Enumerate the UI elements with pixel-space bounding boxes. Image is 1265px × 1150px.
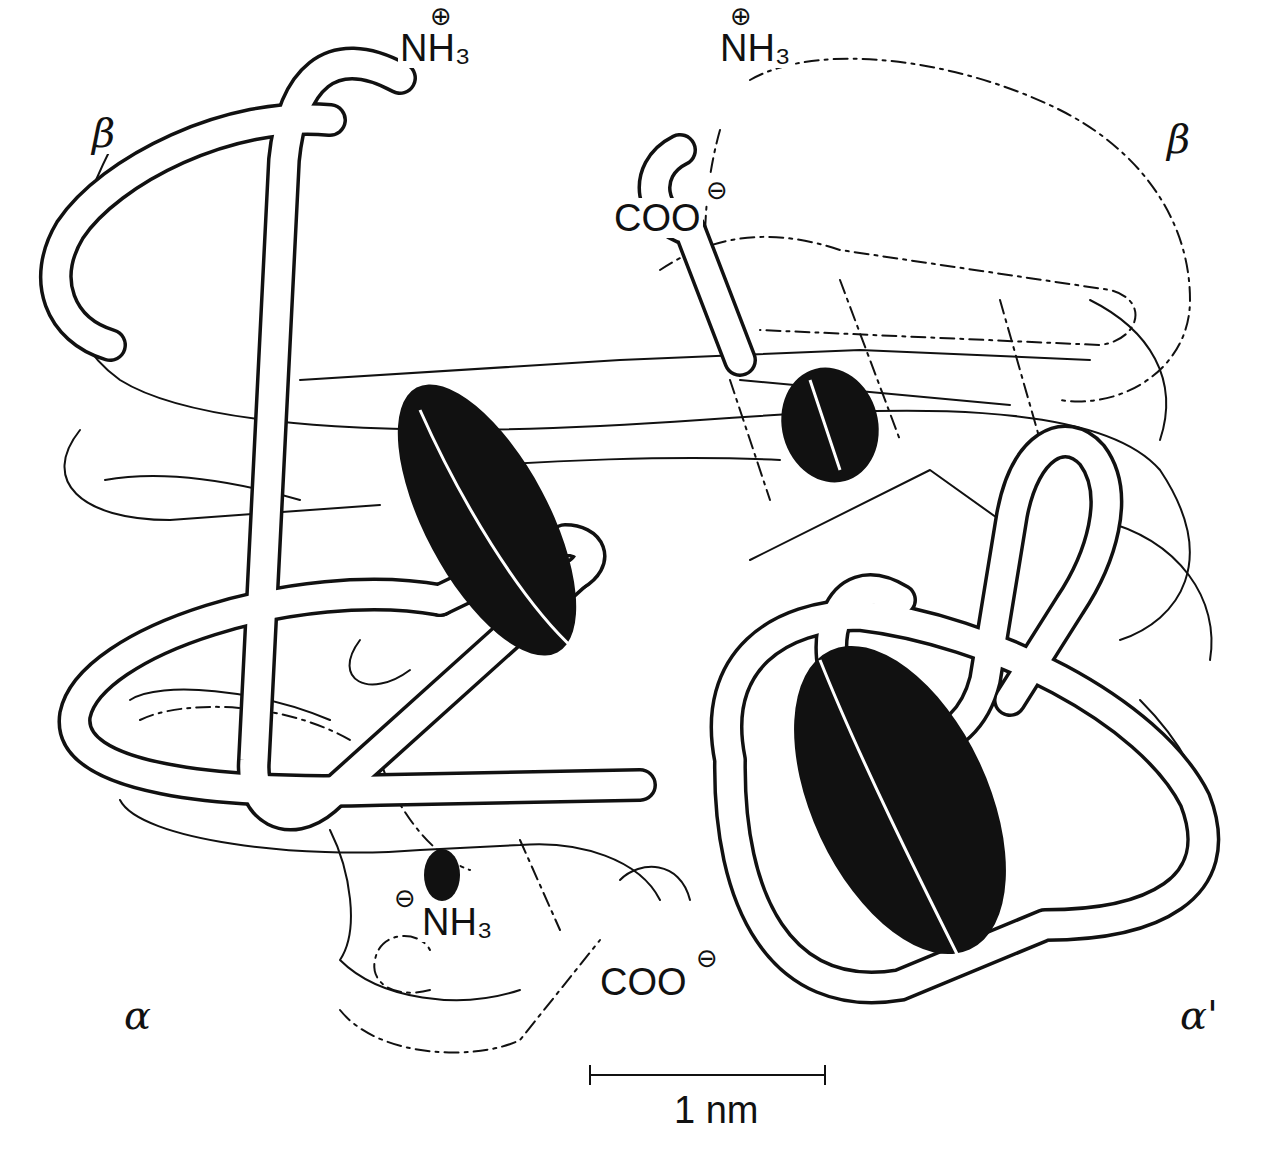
charge-sign: ⊖ xyxy=(392,884,418,912)
charge-sign: ⊖ xyxy=(694,944,720,972)
amino-terminus: NH₃ xyxy=(420,902,494,942)
chain-label: α xyxy=(122,994,153,1036)
scale-bar xyxy=(590,1065,825,1085)
charge-sign: ⊕ xyxy=(428,2,454,30)
carboxyl-terminus: COO xyxy=(612,198,703,238)
chain-label: β xyxy=(1165,118,1192,160)
charge-sign: ⊖ xyxy=(704,176,730,204)
amino-terminus: NH₃ xyxy=(718,28,792,68)
front-tubes xyxy=(56,64,1203,988)
back-chains xyxy=(64,150,1211,1000)
scale-label: 1 nm xyxy=(672,1090,760,1130)
dash-dot-chains xyxy=(140,59,1190,1053)
chain-label: α' xyxy=(1178,994,1220,1036)
chain-label: β xyxy=(90,112,117,154)
heme-groups xyxy=(362,357,1050,987)
charge-sign: ⊕ xyxy=(728,2,754,30)
carboxyl-terminus: COO xyxy=(598,962,689,1002)
amino-terminus: NH₃ xyxy=(398,28,472,68)
